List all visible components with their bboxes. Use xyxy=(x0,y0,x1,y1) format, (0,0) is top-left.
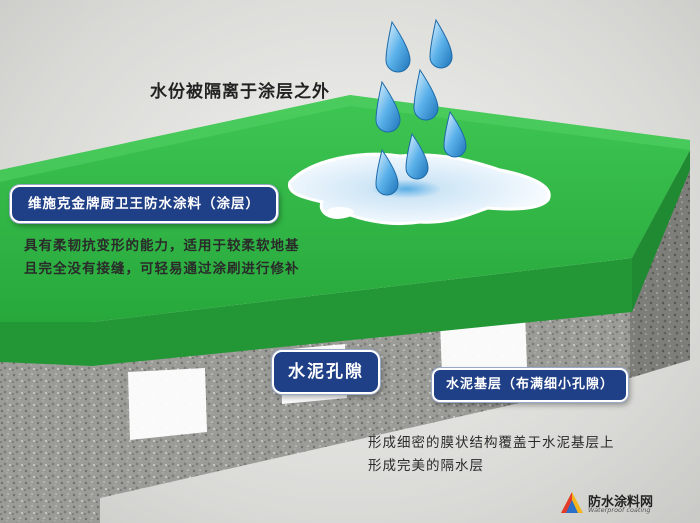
layer-description-line: 形成细密的膜状结构覆盖于水泥基层上 xyxy=(368,435,615,451)
coating-label: 维施克金牌厨卫王防水涂料（涂层） xyxy=(10,185,278,223)
coating-side-edge xyxy=(632,150,690,312)
coating-description-line: 具有柔韧抗变形的能力，适用于较柔软地基 xyxy=(24,238,300,254)
water-drop-icon xyxy=(375,80,401,133)
water-drop-icon xyxy=(443,110,467,158)
water-puddle xyxy=(288,152,551,226)
base-label: 水泥基层（布满细小孔隙） xyxy=(432,368,629,402)
logo-name: 防水涂料网 xyxy=(588,495,654,510)
colored-triangle-logo-icon xyxy=(561,492,583,513)
concrete-front-bottom xyxy=(0,470,100,523)
water-puddle-splash xyxy=(326,207,354,217)
logo-subtitle: Waterproof coating xyxy=(588,506,651,514)
coating-description-line: 且完全没有接缝，可轻易通过涂刷进行修补 xyxy=(24,261,300,277)
water-drop-icon xyxy=(375,148,399,196)
water-drop-icon xyxy=(405,132,429,180)
pores-label: 水泥孔隙 xyxy=(272,350,380,394)
concrete-pore xyxy=(128,368,207,440)
layer-description-line: 形成完美的隔水层 xyxy=(368,458,484,474)
water-drop-icon xyxy=(385,20,411,73)
coating-front-edge xyxy=(0,258,632,366)
water-drop-icon xyxy=(429,18,453,69)
site-logo: 防水涂料网 Waterproof coating xyxy=(560,490,690,516)
water-drop-icon xyxy=(413,68,439,121)
diagram-title: 水份被隔离于涂层之外 xyxy=(150,82,330,102)
coating-description: 具有柔韧抗变形的能力，适用于较柔软地基 且完全没有接缝，可轻易通过涂刷进行修补 xyxy=(24,235,300,281)
layer-description: 形成细密的膜状结构覆盖于水泥基层上 形成完美的隔水层 xyxy=(368,432,615,478)
